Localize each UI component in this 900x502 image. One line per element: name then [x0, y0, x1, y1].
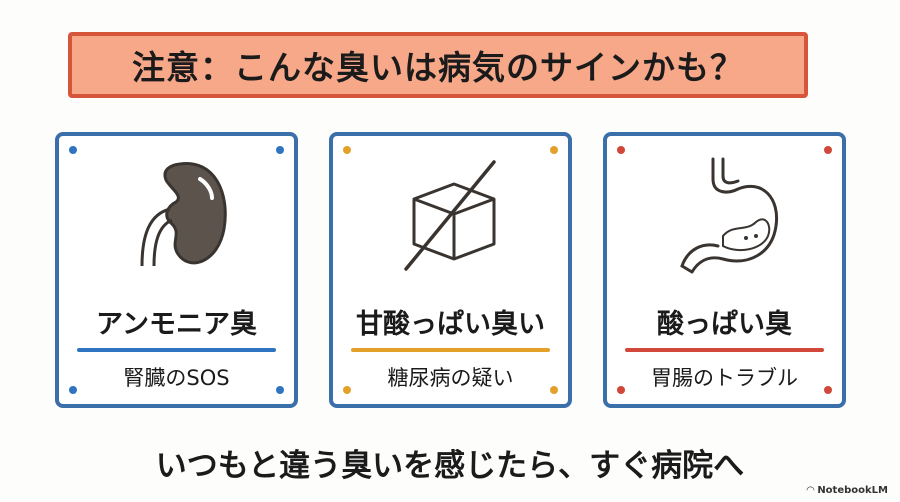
card-heading: アンモニア臭: [96, 309, 257, 340]
card-underline: [77, 348, 276, 352]
title-banner: 注意：こんな臭いは病気のサインかも？: [68, 32, 808, 98]
corner-dot: [69, 146, 77, 154]
stomach-icon: [680, 157, 779, 274]
notebooklm-badge: ◠ NotebookLM: [807, 485, 888, 496]
card-heading: 甘酸っぱい臭い: [356, 309, 545, 340]
card-underline: [351, 348, 550, 352]
notebooklm-logo-icon: ◠: [806, 485, 815, 496]
card-sweet-sour: 甘酸っぱい臭い 糖尿病の疑い: [329, 132, 572, 408]
card-ammonia: アンモニア臭 腎臓のSOS: [55, 132, 298, 408]
sugar-cube-crossed-icon: [404, 160, 496, 271]
corner-dot: [824, 146, 832, 154]
card-heading: 酸っぱい臭: [657, 309, 792, 340]
card-sour: 酸っぱい臭 胃腸のトラブル: [603, 132, 846, 408]
corner-dot: [617, 386, 625, 394]
footer-message: いつもと違う臭いを感じたら、すぐ病院へ: [155, 448, 745, 484]
corner-dot: [343, 386, 351, 394]
corner-dot: [276, 386, 284, 394]
corner-dot: [550, 146, 558, 154]
page-title: 注意：こんな臭いは病気のサインかも？: [132, 48, 744, 87]
card-underline: [625, 348, 824, 352]
corner-dot: [550, 386, 558, 394]
corner-dot: [617, 146, 625, 154]
card-subtitle: 胃腸のトラブル: [651, 366, 798, 390]
corner-dot: [69, 386, 77, 394]
card-subtitle: 糖尿病の疑い: [387, 366, 514, 390]
kidney-icon: [140, 162, 227, 267]
badge-label: NotebookLM: [817, 485, 888, 496]
card-subtitle: 腎臓のSOS: [123, 366, 230, 390]
corner-dot: [343, 146, 351, 154]
corner-dot: [276, 146, 284, 154]
corner-dot: [824, 386, 832, 394]
